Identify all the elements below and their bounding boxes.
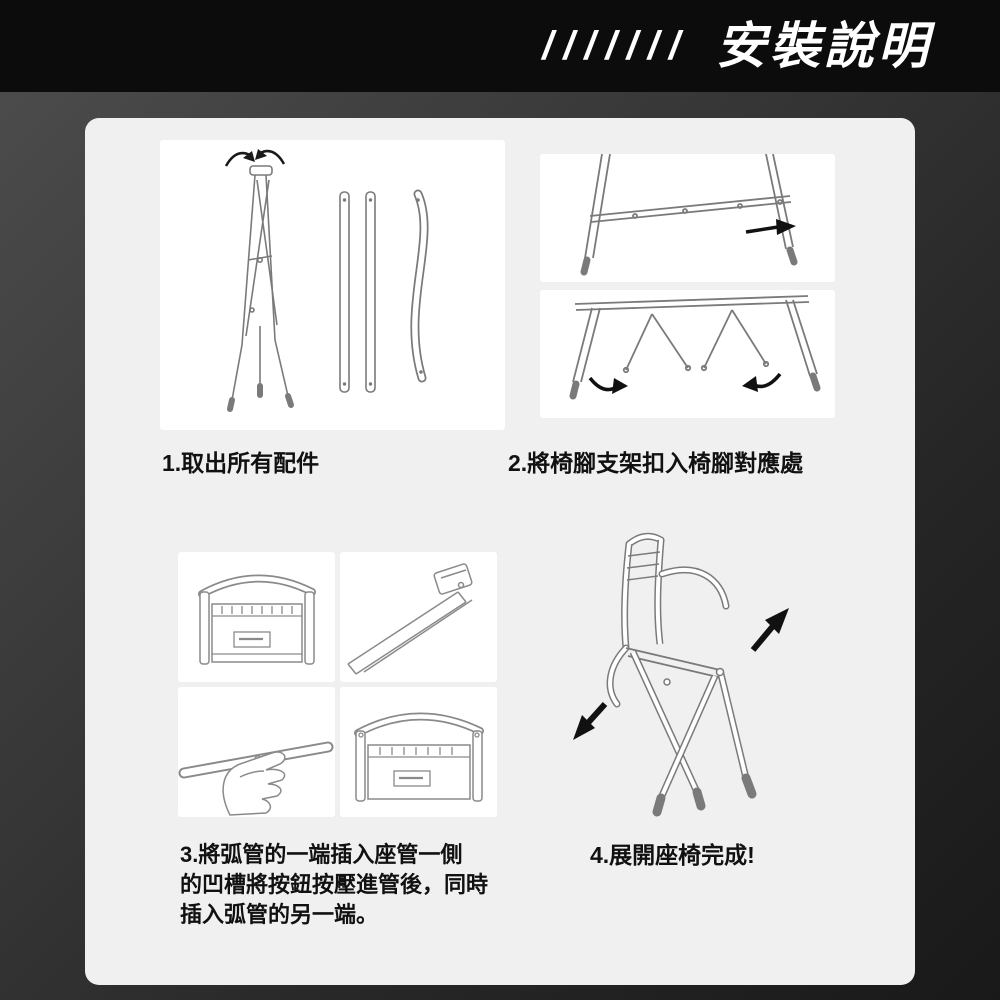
step4-drawing-area bbox=[565, 526, 815, 826]
corner-closeup-drawing bbox=[347, 563, 473, 675]
step2-caption: 2.將椅腳支架扣入椅腳對應處 bbox=[508, 450, 804, 476]
opening-chair-drawing bbox=[606, 532, 757, 817]
step3-illustration-4 bbox=[354, 712, 484, 802]
step4-caption: 4.展開座椅完成! bbox=[590, 842, 755, 868]
curved-tube-drawing bbox=[410, 189, 429, 383]
arrow-right-icon bbox=[745, 219, 796, 235]
step3-panel-4 bbox=[340, 687, 497, 817]
step3-caption-line2: 的凹槽將按鈕按壓進管後，同時 bbox=[180, 872, 489, 897]
hand-drawing bbox=[222, 751, 286, 816]
step2-illustration-top bbox=[580, 154, 798, 276]
step3-caption: 3.將弧管的一端插入座管一側 的凹槽將按鈕按壓進管後，同時 插入弧管的另一端。 bbox=[180, 840, 488, 930]
chair-leg-frame-drawing bbox=[584, 154, 794, 259]
step2-panel-top bbox=[540, 154, 835, 282]
arrow-up-right-icon bbox=[750, 608, 789, 652]
seat-handle-drawing bbox=[198, 574, 316, 598]
curved-arrow-right-icon bbox=[742, 372, 782, 392]
decorative-slashes: /////// bbox=[542, 24, 690, 68]
seat-body-drawing bbox=[355, 730, 483, 802]
seat-body-drawing bbox=[199, 591, 315, 665]
step3-illustration-2 bbox=[347, 563, 473, 675]
step1-illustration bbox=[224, 149, 429, 412]
seat-detail-lines bbox=[212, 606, 302, 655]
straight-bars-drawing bbox=[339, 191, 376, 393]
step3-panel-2 bbox=[340, 552, 497, 682]
step3-illustration-3 bbox=[178, 741, 334, 816]
step1-panel bbox=[160, 140, 505, 430]
step3-panel-1 bbox=[178, 552, 335, 682]
step2-illustration-bottom bbox=[569, 295, 821, 400]
bar-buttons bbox=[342, 198, 373, 386]
folded-chair-drawing bbox=[231, 165, 289, 401]
step1-caption: 1.取出所有配件 bbox=[162, 450, 320, 476]
seat-handle-drawing bbox=[354, 712, 484, 737]
curved-arrow-left-icon bbox=[588, 376, 628, 394]
page-title: 安裝說明 bbox=[716, 18, 932, 74]
step4-illustration bbox=[573, 532, 789, 817]
step3-illustration-1 bbox=[198, 574, 316, 665]
leg-feet bbox=[580, 246, 798, 276]
step3-caption-line1: 3.將弧管的一端插入座管一側 bbox=[180, 842, 463, 867]
step3-caption-line3: 插入弧管的另一端。 bbox=[180, 902, 379, 927]
curved-arrow-icons bbox=[224, 149, 286, 167]
instruction-card: 1.取出所有配件 2.將椅腳支架扣入椅腳對應處 bbox=[85, 118, 915, 985]
leg-feet bbox=[569, 372, 821, 400]
leg-brace-drawing bbox=[572, 295, 818, 383]
folded-chair-feet bbox=[227, 383, 294, 412]
seat-detail-lines bbox=[358, 732, 480, 787]
step3-panel-3 bbox=[178, 687, 335, 817]
header-band: /////// 安裝說明 bbox=[0, 0, 1000, 92]
step2-panel-bottom bbox=[540, 290, 835, 418]
arrow-down-left-icon bbox=[573, 701, 608, 740]
